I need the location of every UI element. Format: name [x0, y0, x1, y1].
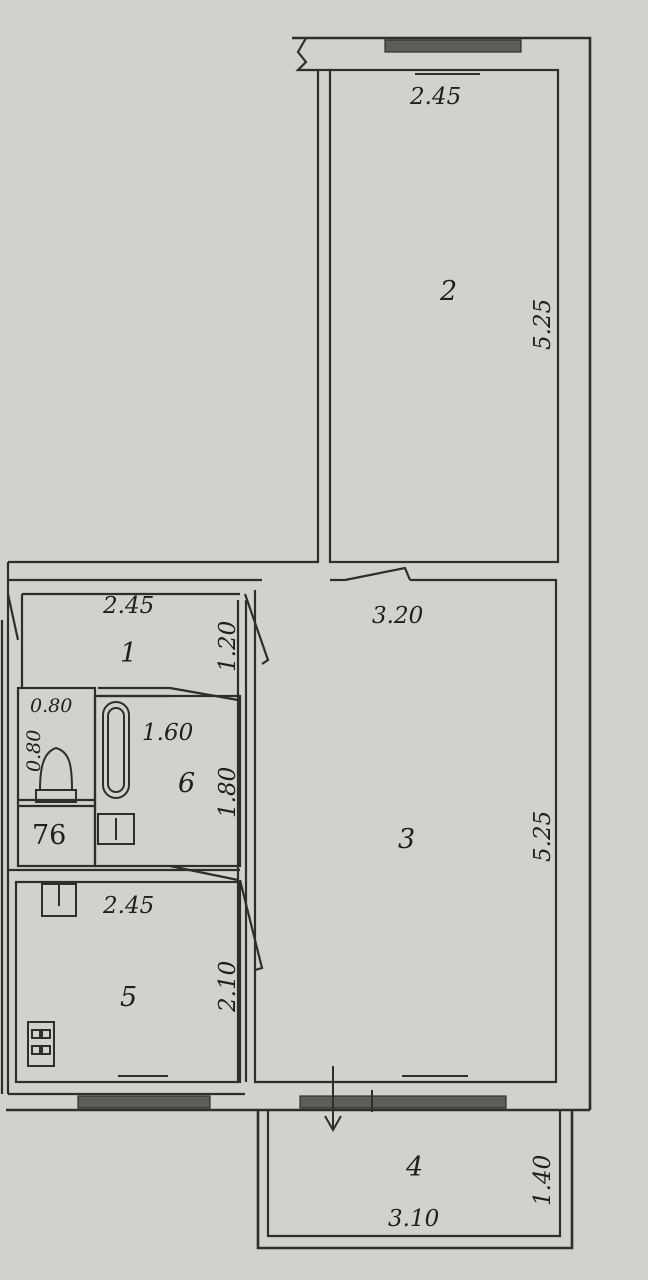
room-5-depth-label: 2.10	[215, 961, 241, 1013]
room-3-depth-label: 5.25	[530, 811, 556, 862]
room-4-width-label: 3.10	[388, 1206, 439, 1232]
room-1-depth-label: 1.20	[215, 621, 241, 672]
room-2-depth-label: 5.25	[530, 299, 556, 350]
room-4-number: 4	[405, 1152, 423, 1183]
kitchen-sink	[41, 883, 77, 917]
balcony-exit-arrow	[324, 1066, 342, 1133]
room-2-number: 2	[439, 276, 457, 307]
room-76-walls	[16, 686, 97, 868]
room-2-walls	[318, 68, 560, 564]
room-1-number: 1	[120, 638, 137, 669]
room-3-width-label: 3.20	[372, 603, 423, 629]
room-1-width-label: 2.45	[102, 593, 154, 619]
room-3-number: 3	[398, 824, 415, 855]
room-6-walls	[93, 600, 248, 1082]
room-3-walls	[245, 578, 558, 1084]
doors	[6, 566, 412, 972]
balcony-walls	[256, 1110, 574, 1250]
room-6-depth-label: 1.80	[215, 767, 241, 818]
room-6-width-label: 1.60	[142, 720, 193, 746]
windows	[77, 39, 522, 1112]
room-76-width-label: 0.80	[30, 695, 72, 717]
room-76-number: 76	[32, 820, 66, 851]
left-partial-walls	[0, 562, 10, 1094]
sink-fixture	[97, 813, 135, 845]
bathtub	[102, 701, 130, 799]
room-2-width-label: 2.45	[409, 84, 461, 110]
toilet-fixture	[35, 746, 77, 803]
room-5-walls	[8, 868, 242, 1084]
exterior-walls	[6, 36, 592, 1112]
room-4-depth-label: 1.40	[530, 1155, 556, 1206]
stove	[27, 1021, 55, 1067]
room-6-number: 6	[178, 768, 195, 799]
room-5-number: 5	[120, 982, 137, 1013]
room-76-depth-label: 0.80	[23, 730, 45, 772]
room-5-width-label: 2.45	[102, 893, 154, 919]
